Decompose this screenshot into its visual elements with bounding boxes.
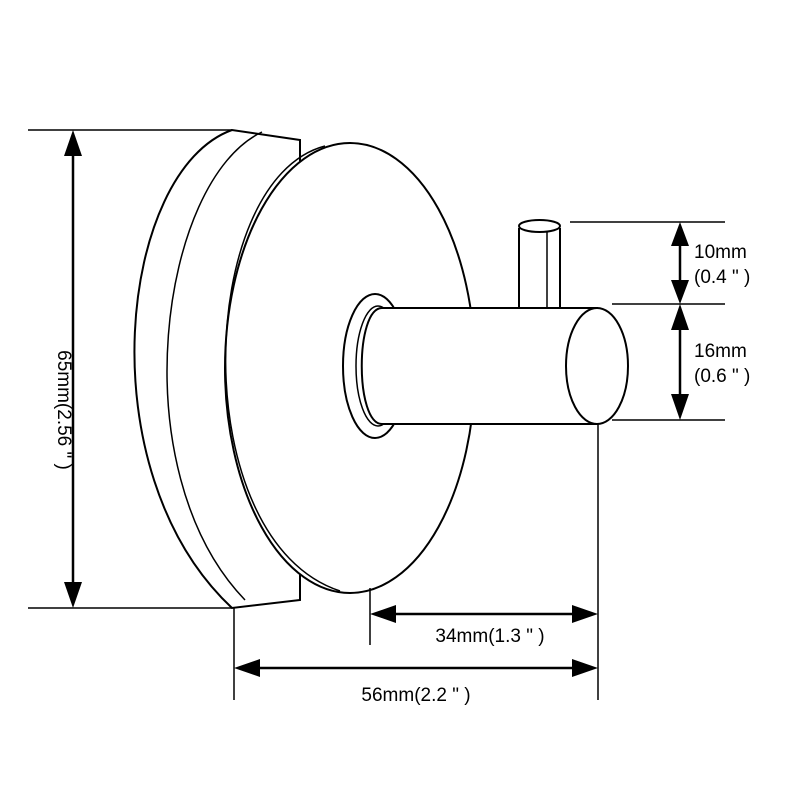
height-dimension: 65mm(2.56 " ) [53, 130, 82, 608]
hook-diameter-dimension: 16mm (0.6 " ) [671, 304, 750, 420]
hook-arm-end-cap [565, 307, 629, 425]
robe-hook-drawing [133, 128, 629, 610]
hook-diameter-mm-label: 16mm [694, 341, 747, 362]
depth-dimension: 56mm(2.2 " ) [234, 659, 598, 706]
cover-disc-rim [224, 145, 341, 592]
height-label: 65mm(2.56 " ) [53, 350, 74, 470]
extension-lines [28, 129, 725, 700]
hook-tip-pin-top [518, 219, 561, 233]
hook-arm [360, 307, 598, 425]
wall-plate-inner-edge [166, 131, 263, 601]
hook-length-label: 34mm(1.3 " ) [435, 626, 544, 647]
hook-diameter-in-label: (0.6 " ) [694, 366, 750, 387]
tip-height-mm-label: 10mm [694, 242, 747, 263]
hook-length-dimension: 34mm(1.3 " ) [370, 605, 598, 647]
tip-height-in-label: (0.4 " ) [694, 267, 750, 288]
hook-tip-pin [518, 228, 561, 313]
tip-height-dimension: 10mm (0.4 " ) [671, 222, 750, 304]
depth-label: 56mm(2.2 " ) [361, 685, 470, 706]
